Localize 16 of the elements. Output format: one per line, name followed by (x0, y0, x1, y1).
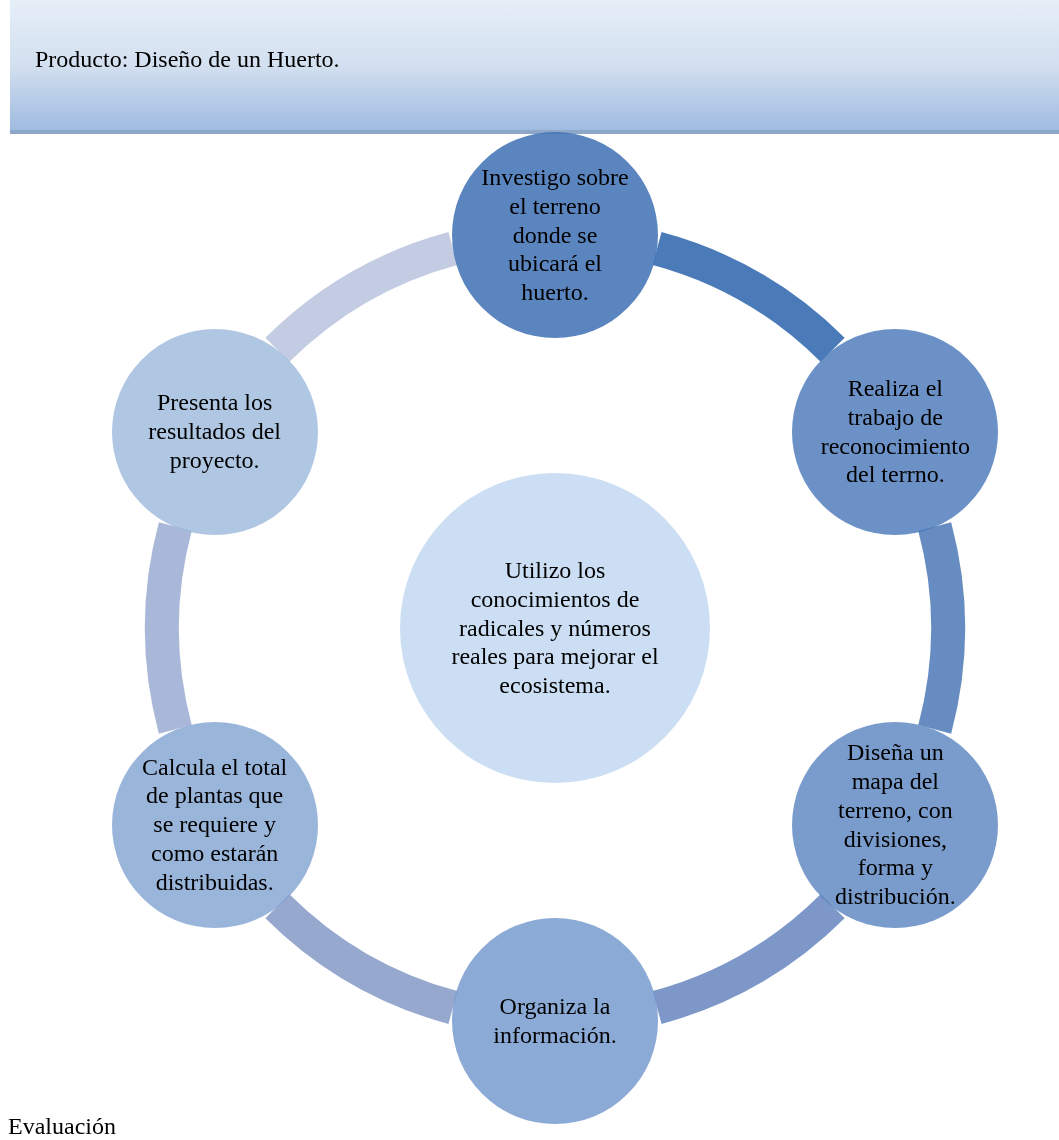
step-text: Diseña un mapa del terreno, con divisiones, forma y distribución. (834, 738, 957, 911)
step-text: Investigo sobre el terreno donde se ubicará el huerto. (480, 163, 630, 307)
step-text: Realiza el trabajo de reconocimiento del terrno. (820, 373, 971, 490)
ring-segment (918, 523, 965, 733)
banner-text: Producto: Diseño de un Huerto. (35, 45, 340, 74)
ring-segment (266, 893, 459, 1024)
section-heading: Evaluación (8, 1112, 116, 1140)
step-text: Organiza la información. (492, 992, 618, 1050)
step-text: Presenta los resultados del proyecto. (147, 388, 282, 475)
banner (10, 0, 1059, 134)
step-text: Utilizo los conocimientos de radicales y números reales para mejorar el ecosistema. (450, 556, 660, 700)
step-text: Calcula el total de plantas que se requiere y como estarán distribuidas. (141, 752, 289, 897)
ring-segment (266, 232, 459, 363)
ring-segment (651, 893, 844, 1024)
ring-segment (651, 232, 844, 363)
ring-segment (145, 523, 192, 733)
